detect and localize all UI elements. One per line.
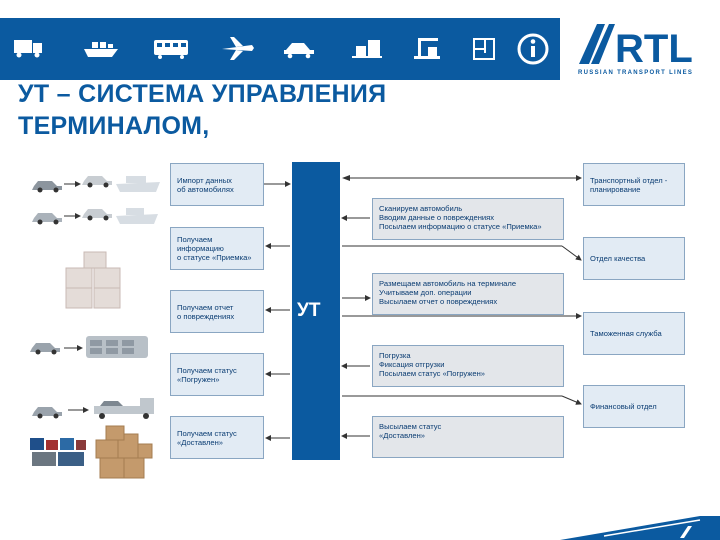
middle-step-text: Высылаем статус «Доставлен» (379, 422, 442, 440)
plane-icon[interactable] (222, 37, 254, 60)
middle-step-scan: Сканируем автомобиль Вводим данные о пов… (372, 198, 564, 240)
left-step-text: Получаем отчет о повреждениях (177, 302, 235, 321)
cars-and-ship-picture-2 (32, 208, 158, 225)
ship-icon[interactable] (84, 42, 118, 57)
rtl-logo: RTL (579, 24, 693, 71)
middle-step-text: Размещаем автомобиль на терминале Учитыв… (379, 279, 517, 306)
left-step-import: Импорт данных об автомобилях (170, 163, 264, 206)
middle-step-text: Погрузка Фиксация отгрузки Посылаем стат… (379, 351, 485, 378)
left-step-text: Импорт данных об автомобилях (177, 175, 234, 194)
logo-text: RTL (615, 27, 693, 71)
left-box-arrows (264, 181, 291, 441)
train-icon[interactable] (154, 40, 188, 59)
dept-text: Финансовый отдел (590, 402, 657, 411)
floor-plan-icon[interactable] (473, 38, 495, 60)
delivery-boxes-picture (30, 425, 153, 479)
left-step-delivered: Получаем статус «Доставлен» (170, 416, 264, 459)
car-transporter-icon[interactable] (284, 43, 314, 59)
containers-picture (65, 251, 121, 309)
middle-step-placement: Размещаем автомобиль на терминале Учитыв… (372, 273, 564, 315)
title-line-2: ТЕРМИНАЛОМ, (18, 112, 210, 140)
title-line-1: УТ – СИСТЕМА УПРАВЛЕНИЯ (18, 80, 387, 108)
header-icons (14, 33, 549, 65)
logo-subtitle: RUSSIAN TRANSPORT LINES (578, 70, 694, 76)
car-and-transporter-picture (30, 336, 148, 358)
middle-step-text: Сканируем автомобиль Вводим данные о пов… (379, 204, 542, 231)
left-step-text: Получаем статус «Доставлен» (177, 428, 237, 447)
dept-transport-planning: Транспортный отдел - планирование (583, 163, 685, 206)
department-arrows (342, 175, 582, 405)
left-step-damage-report: Получаем отчет о повреждениях (170, 290, 264, 333)
ut-label: УТ (297, 300, 321, 321)
left-step-loaded: Получаем статус «Погружен» (170, 353, 264, 396)
middle-step-delivered: Высылаем статус «Доставлен» (372, 416, 564, 458)
car-and-tow-truck-picture (32, 398, 154, 419)
page-title: УТ – СИСТЕМА УПРАВЛЕНИЯ ТЕРМИНАЛОМ, (18, 78, 558, 142)
left-step-text: Получаем информацию о статусе «Приемка» (177, 235, 252, 262)
footer-road-stripe (560, 516, 720, 540)
dept-quality: Отдел качества (583, 237, 685, 280)
dept-text: Транспортный отдел - планирование (590, 175, 668, 194)
left-step-text: Получаем статус «Погружен» (177, 365, 237, 384)
dept-customs: Таможенная служба (583, 312, 685, 355)
truck-icon[interactable] (14, 40, 42, 58)
warehouse-icon[interactable] (352, 40, 382, 58)
left-step-acceptance: Получаем информацию о статусе «Приемка» (170, 227, 264, 270)
dept-text: Отдел качества (590, 254, 646, 263)
crane-icon[interactable] (414, 38, 440, 59)
ut-system-block (292, 162, 340, 460)
info-icon[interactable] (517, 33, 549, 65)
picture-arrows (64, 181, 89, 413)
bidirectional-arrowhead (342, 175, 350, 181)
cars-and-ship-picture (32, 176, 160, 193)
dept-text: Таможенная служба (590, 329, 662, 338)
middle-step-loading: Погрузка Фиксация отгрузки Посылаем стат… (372, 345, 564, 387)
dept-finance: Финансовый отдел (583, 385, 685, 428)
header-bar (0, 18, 560, 80)
middle-box-arrows (341, 215, 371, 439)
